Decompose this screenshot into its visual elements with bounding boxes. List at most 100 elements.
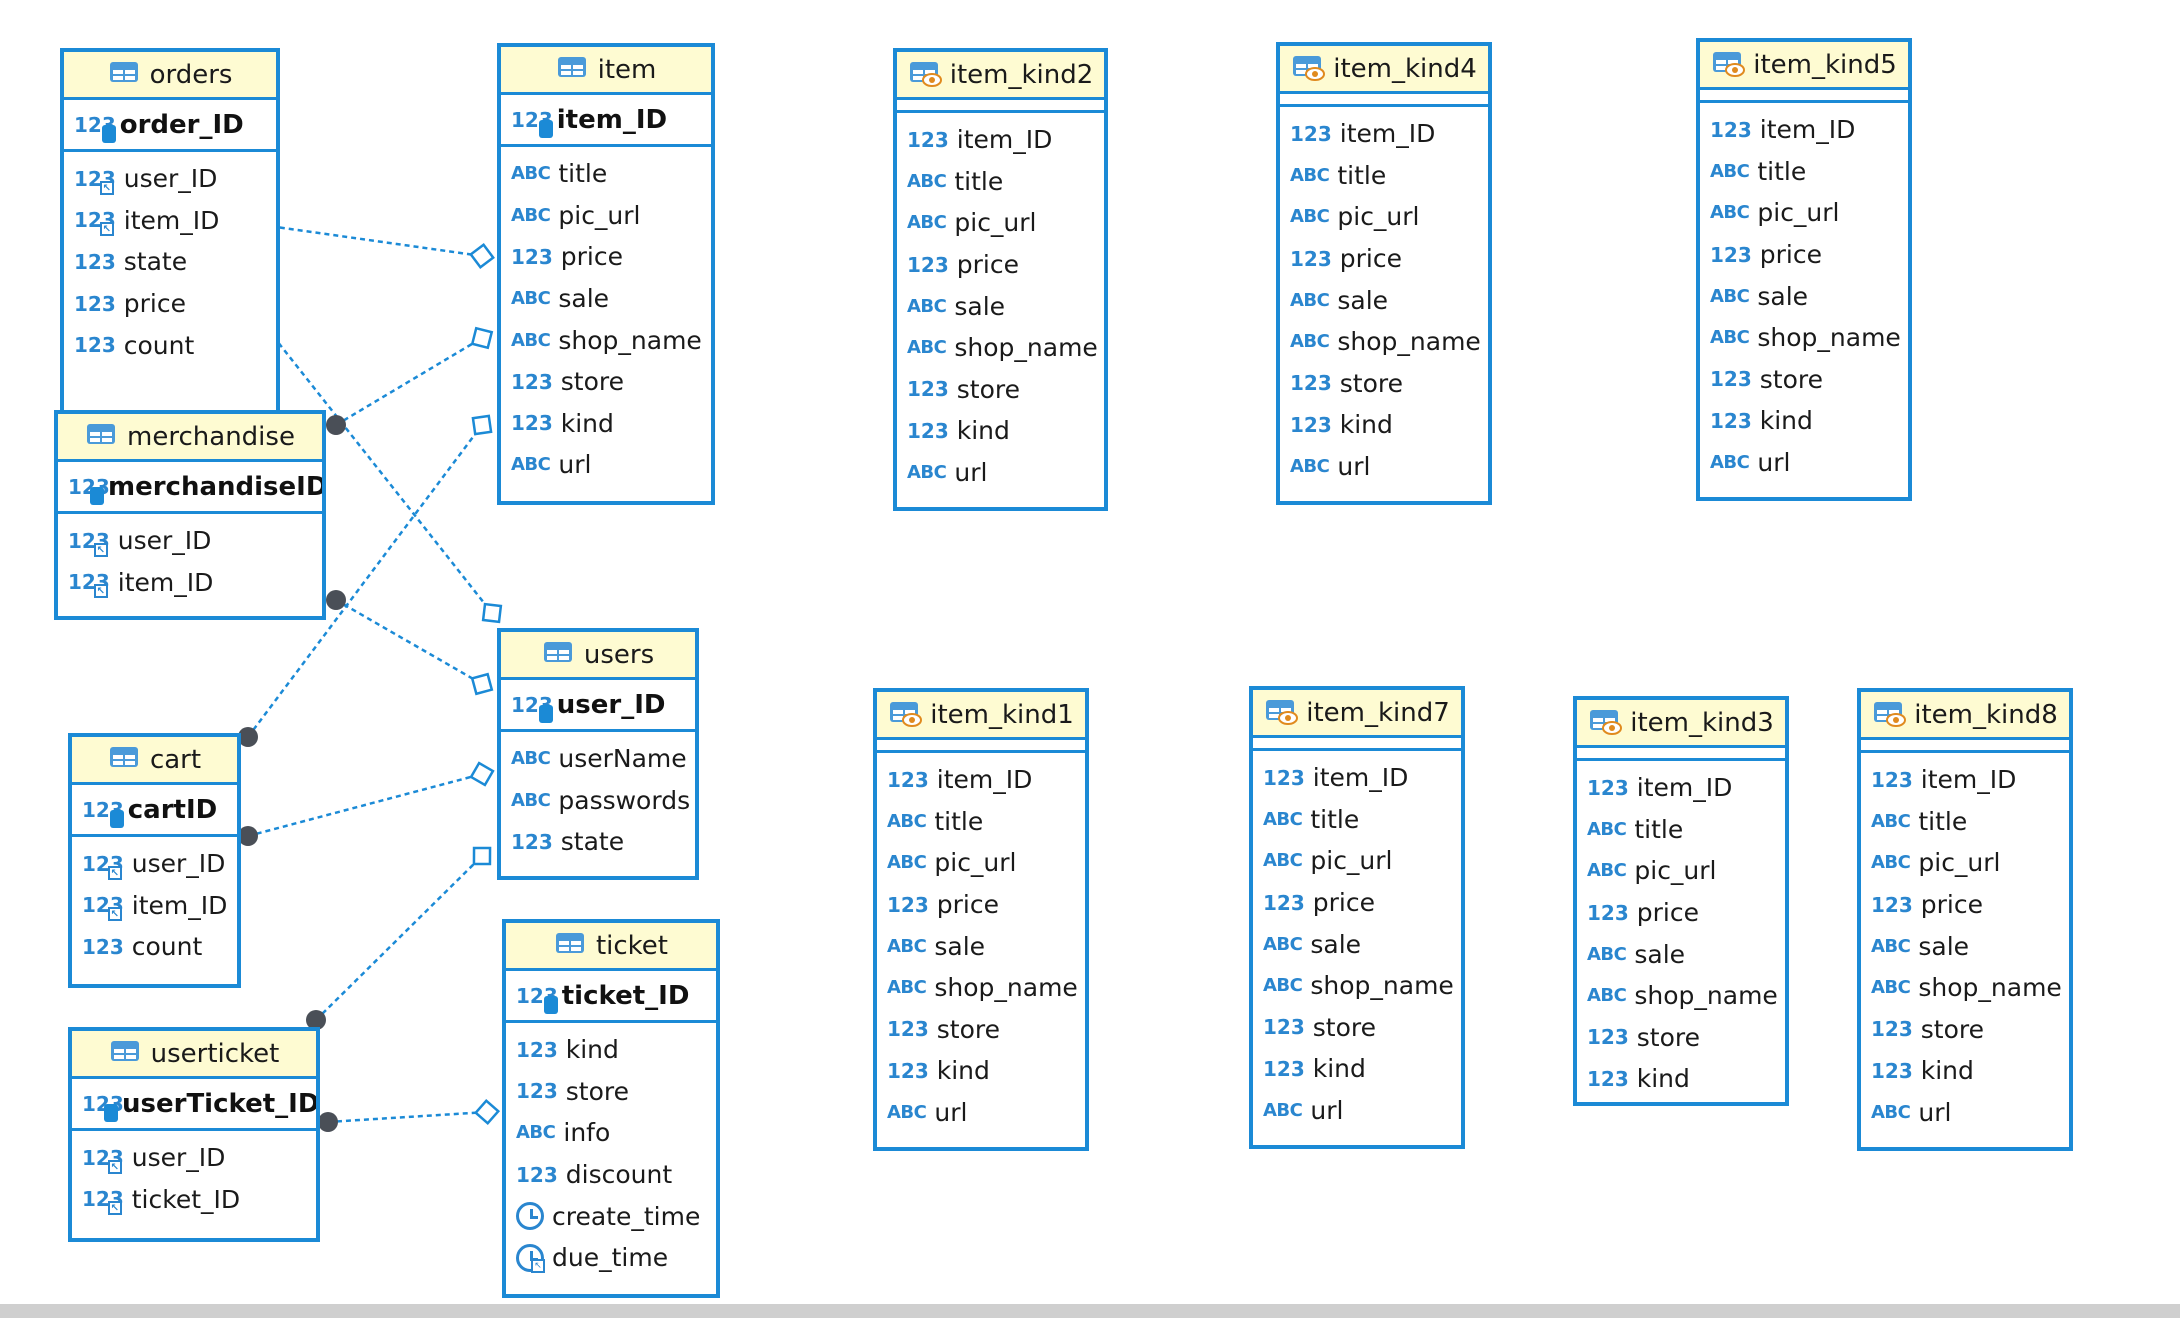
table-header[interactable]: item_kind5 (1700, 42, 1908, 90)
table-header[interactable]: cart (72, 737, 237, 785)
table-header[interactable]: item_kind4 (1280, 46, 1488, 94)
table-header[interactable]: merchandise (58, 414, 322, 462)
relation-merchandise-users[interactable] (326, 590, 494, 696)
horizontal-scrollbar[interactable] (0, 1304, 2180, 1318)
column-row[interactable]: 123↖item_ID (72, 885, 237, 927)
table-header[interactable]: item_kind7 (1253, 690, 1461, 738)
column-row[interactable]: 123↖user_ID (72, 843, 237, 885)
column-row[interactable]: 123↖ticket_ID (72, 1179, 316, 1221)
table-header[interactable]: ticket (506, 923, 716, 971)
table-header[interactable]: users (501, 632, 695, 680)
table-header[interactable]: item_kind1 (877, 692, 1085, 740)
relation-userticket-ticket[interactable] (318, 1098, 501, 1132)
table-header[interactable]: userticket (72, 1031, 316, 1079)
relation-cart-users[interactable] (238, 761, 495, 846)
column-row[interactable]: ↖due_time (506, 1237, 716, 1279)
column-row[interactable]: 123↖user_ID (72, 1137, 316, 1179)
relation-orders-item[interactable] (252, 215, 495, 269)
column-row[interactable]: 123↖item_ID (64, 200, 276, 242)
table-header[interactable]: item_kind2 (897, 52, 1104, 100)
column-row[interactable]: create_time (506, 1195, 716, 1237)
table-header[interactable]: orders (64, 52, 276, 100)
